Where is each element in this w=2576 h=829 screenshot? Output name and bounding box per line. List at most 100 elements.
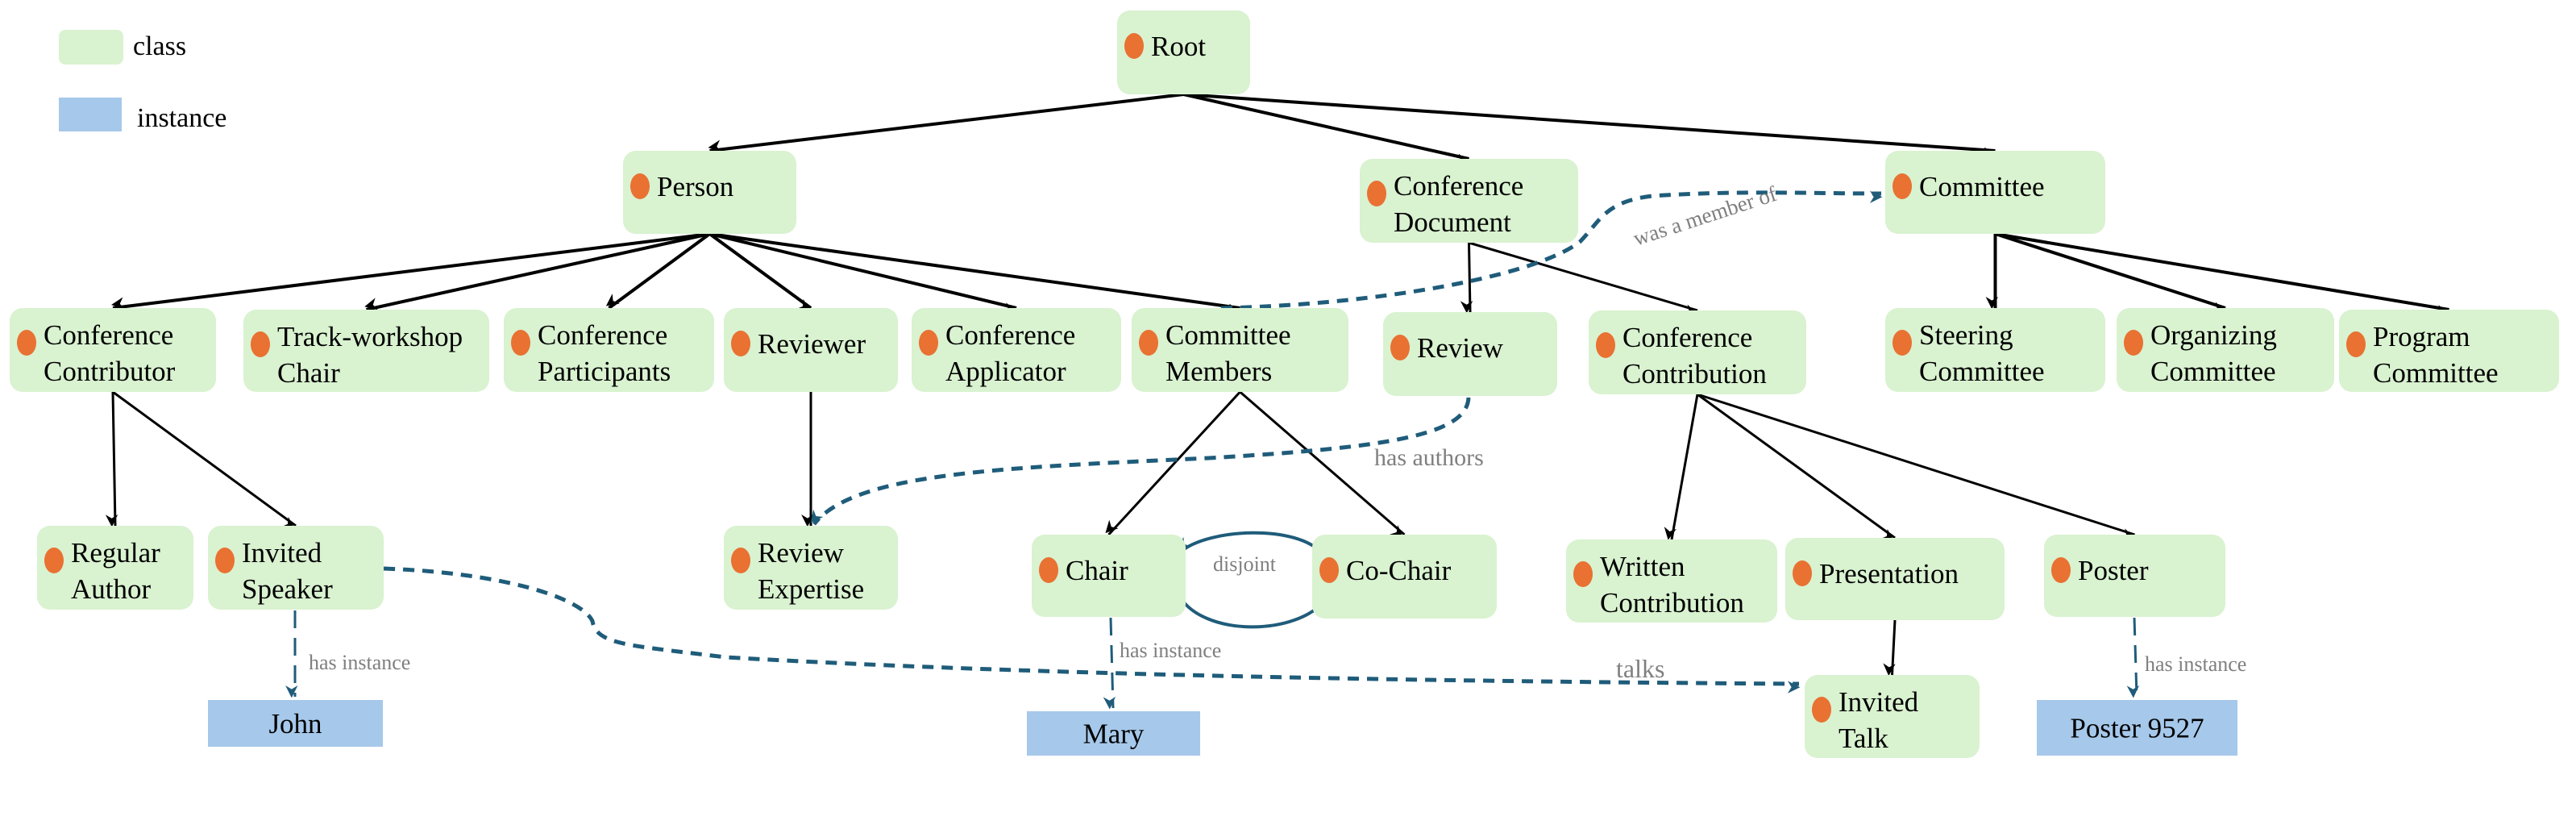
- subclass-edge-conference-contributor-to-regular-author: [105, 391, 118, 527]
- class-box: [1785, 538, 2005, 620]
- node-label-line: Root: [1151, 31, 1206, 62]
- node-label-line: Conference: [1394, 170, 1523, 202]
- node-poster[interactable]: Poster: [2044, 535, 2225, 617]
- node-co-chair[interactable]: Co-Chair: [1312, 535, 1497, 619]
- has-authors-label: has authors: [1374, 444, 1484, 471]
- has-instance-mary-label: has instance: [1120, 639, 1221, 662]
- node-mary[interactable]: Mary: [1027, 711, 1200, 756]
- subclass-edge-committee-to-program-committee: [1995, 232, 2450, 318]
- class-dot-icon: [1812, 697, 1831, 723]
- subclass-edge-committee-to-organizing-committee: [1994, 232, 2226, 315]
- class-box: [724, 308, 898, 392]
- subclass-edge-person-to-committee-members: [709, 232, 1241, 316]
- node-label-line: Document: [1394, 206, 1511, 238]
- class-box: [208, 526, 384, 610]
- node-label-line: Speaker: [242, 573, 333, 605]
- node-label-line: Poster 9527: [2070, 713, 2204, 744]
- class-box: [1117, 10, 1250, 94]
- class-box: [10, 308, 216, 392]
- class-box: [2044, 535, 2225, 617]
- node-label-line: Track-workshop: [277, 321, 463, 352]
- class-box: [623, 151, 796, 234]
- node-label-line: Committee: [1919, 171, 2045, 202]
- node-person[interactable]: Person: [623, 151, 796, 234]
- subclass-edges: [105, 93, 2450, 677]
- node-label-line: Invited: [1839, 686, 1919, 718]
- node-label-line: Contribution: [1622, 358, 1767, 390]
- disjoint-lower-arc: [1177, 594, 1331, 629]
- subclass-edge-conference-contribution-to-written-contribution: [1664, 394, 1699, 540]
- node-review[interactable]: Review: [1383, 312, 1557, 396]
- node-reviewer[interactable]: Reviewer: [724, 308, 898, 392]
- talks-edge: [383, 566, 1801, 694]
- class-box: [1132, 308, 1348, 392]
- class-dot-icon: [2346, 331, 2366, 357]
- node-label-line: Person: [657, 171, 733, 202]
- node-label-line: Contribution: [1600, 587, 1744, 619]
- class-dot-icon: [44, 548, 64, 573]
- class-dot-icon: [1893, 330, 1912, 356]
- node-chair[interactable]: Chair: [1032, 535, 1186, 617]
- node-label-line: Talk: [1839, 723, 1888, 754]
- node-committee[interactable]: Committee: [1885, 151, 2105, 234]
- class-box: [1360, 159, 1578, 243]
- class-dot-icon: [1367, 181, 1386, 206]
- subclass-edge-committee-members-to-co-chair: [1239, 390, 1406, 539]
- node-label-line: Review: [758, 537, 845, 569]
- subclass-edge-person-to-reviewer: [708, 232, 812, 312]
- class-dot-icon: [731, 548, 750, 573]
- was-a-member-of-edge: [1220, 190, 1883, 310]
- node-john[interactable]: John: [208, 700, 383, 747]
- class-dot-icon: [511, 330, 530, 356]
- node-label-line: Committee: [1919, 356, 2045, 387]
- class-dot-icon: [17, 330, 36, 356]
- disjoint-label: disjoint: [1213, 552, 1277, 576]
- subclass-edge-person-to-conference-contributor: [111, 232, 710, 310]
- legend: class instance: [59, 30, 226, 133]
- node-label-line: Mary: [1083, 719, 1145, 750]
- node-presentation[interactable]: Presentation: [1785, 538, 2005, 620]
- node-root[interactable]: Root: [1117, 10, 1250, 94]
- legend-instance-swatch: [59, 98, 122, 131]
- node-label-line: Committee: [2373, 357, 2499, 389]
- has-authors-edge: [810, 397, 1471, 526]
- has-instance-john-label: has instance: [309, 651, 410, 674]
- disjoint-upper-arc: [1178, 531, 1324, 556]
- class-box: [1885, 308, 2105, 392]
- node-label-line: Invited: [242, 537, 322, 569]
- subclass-edge-conference-contribution-to-poster: [1697, 393, 2135, 541]
- node-label-line: Author: [71, 573, 152, 605]
- has-instance-poster-label: has instance: [2145, 652, 2246, 676]
- class-box: [1032, 535, 1186, 617]
- subclass-edge-conference-document-to-review: [1460, 242, 1473, 314]
- node-poster-9527[interactable]: Poster 9527: [2037, 700, 2237, 756]
- node-label-line: Committee: [2150, 356, 2276, 387]
- node-label-line: Co-Chair: [1346, 555, 1452, 586]
- has-instance-poster-edge: [2126, 617, 2140, 698]
- subclass-edge-conference-document-to-conference-contribution: [1469, 241, 1698, 317]
- class-box: [1566, 539, 1777, 623]
- subclass-edge-presentation-to-invited-talk: [1883, 619, 1897, 677]
- class-box: [1805, 675, 1980, 758]
- subclass-edge-root-to-conference-document: [1183, 93, 1469, 166]
- node-label-line: Chair: [277, 357, 340, 389]
- node-label-line: Members: [1165, 356, 1272, 387]
- node-label-line: Written: [1600, 551, 1685, 582]
- class-box: [243, 310, 489, 392]
